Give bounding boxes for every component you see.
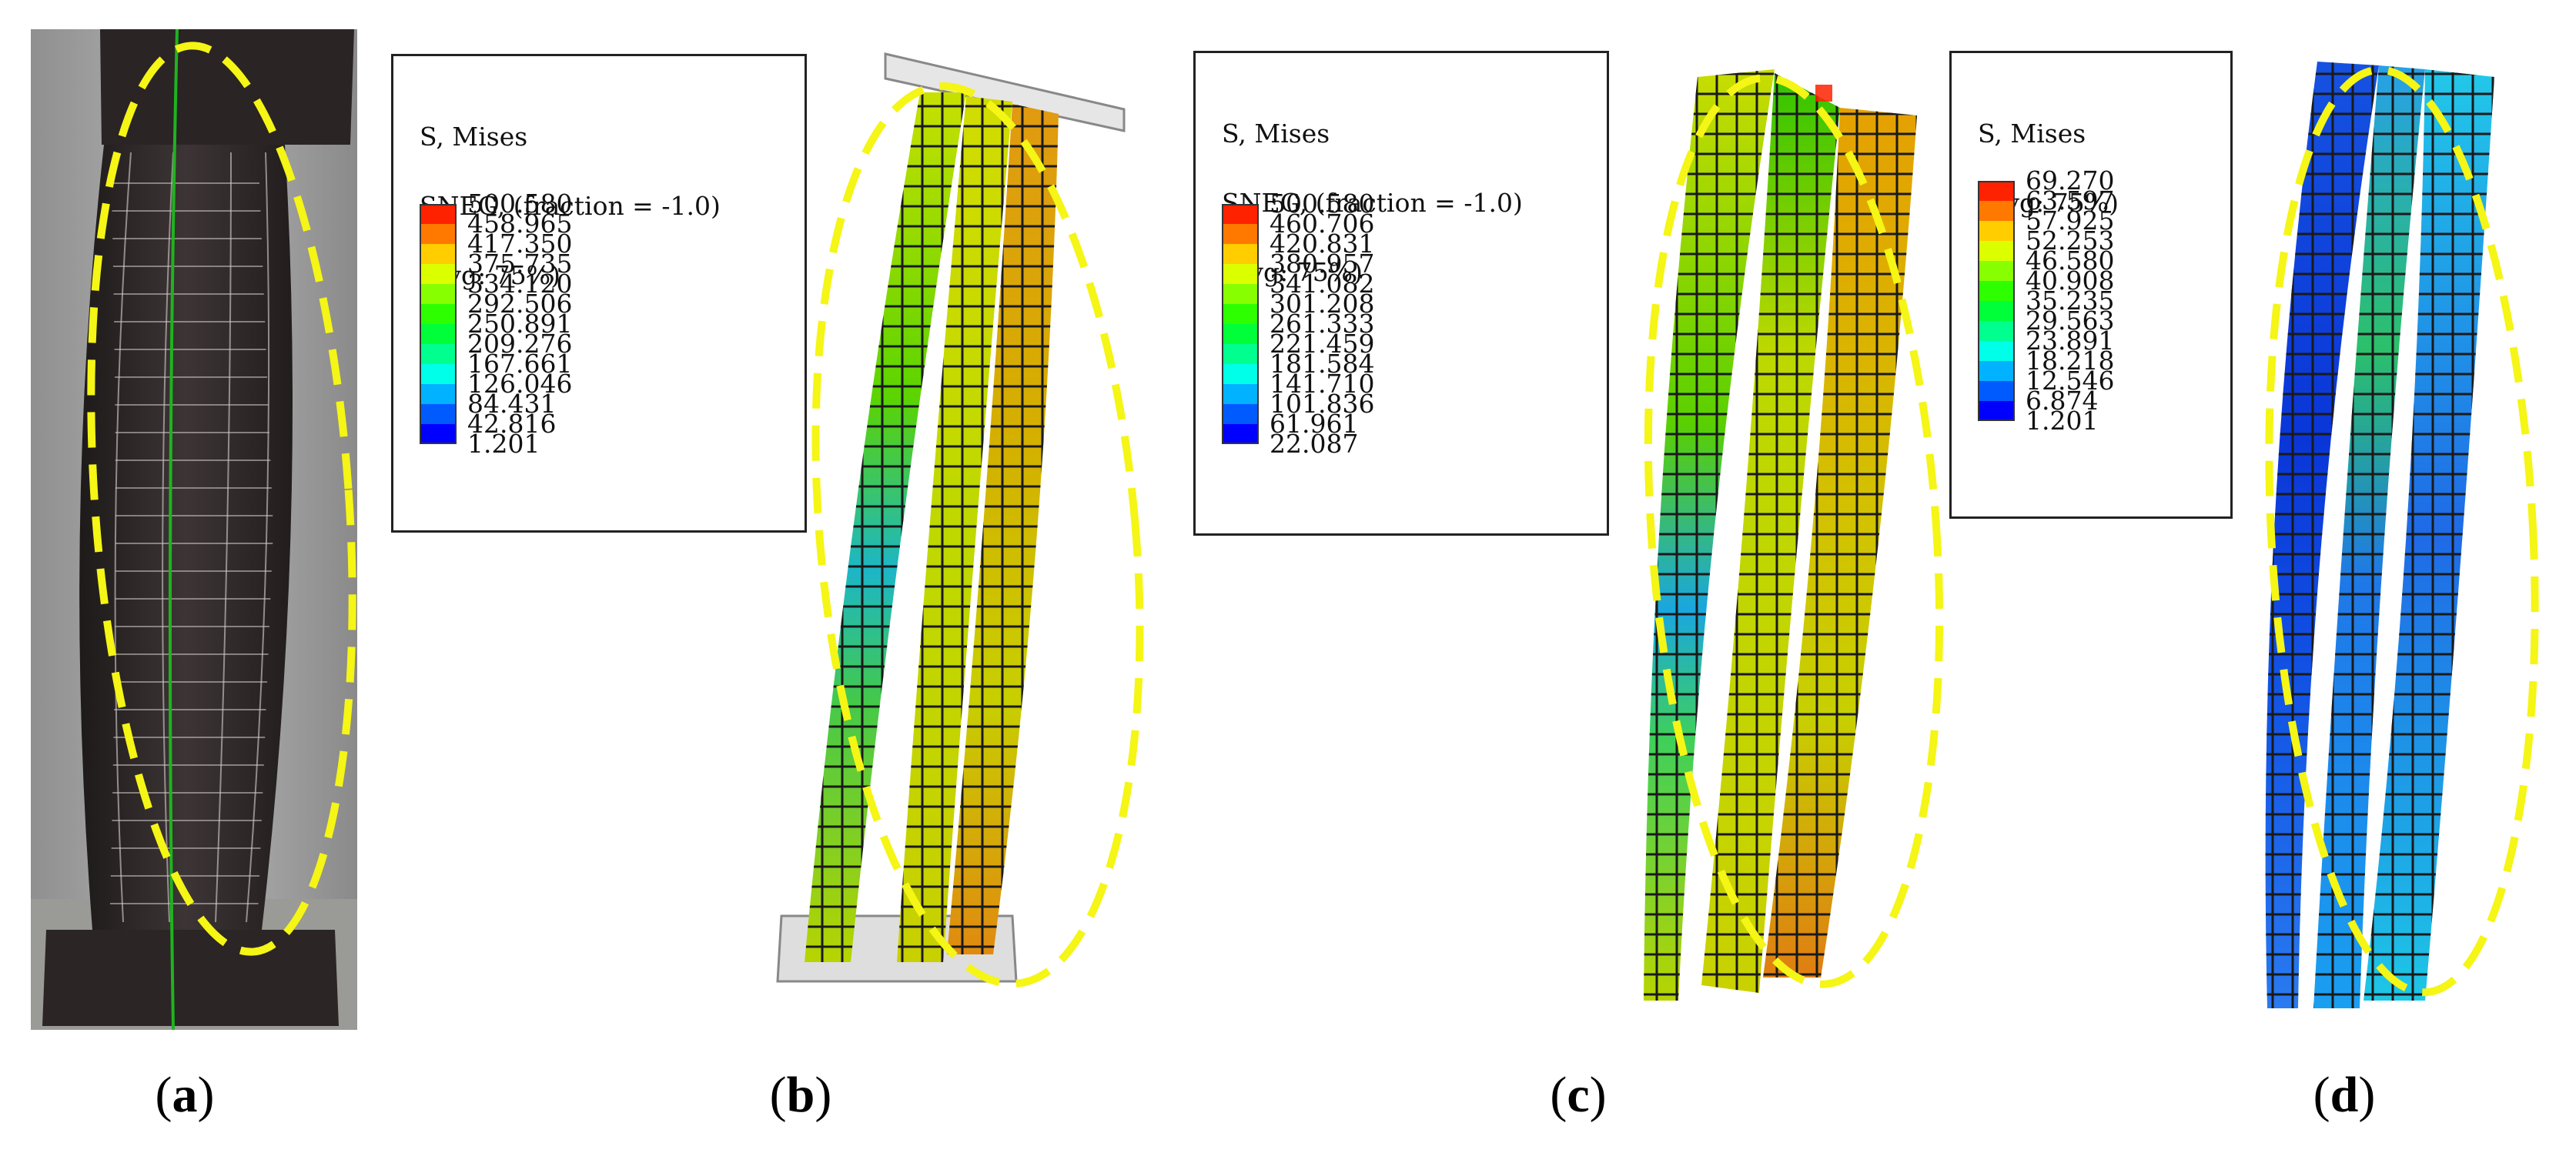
panel-d-fe-model — [2265, 62, 2539, 1008]
panel-label-b: (b) — [769, 1067, 832, 1123]
panel-a-photo — [31, 29, 357, 1030]
legend-value: 6.874 — [2026, 386, 2099, 416]
legend-value: 209.276 — [467, 329, 573, 359]
legend-c: S, Mises SNEG, (fraction = -1.0) (Avg: 7… — [1193, 51, 1609, 536]
legend-value: 250.891 — [467, 309, 573, 339]
legend-value: 500.580 — [1270, 189, 1375, 219]
legend-value: 101.836 — [1270, 389, 1375, 419]
legend-value: 35.235 — [2026, 286, 2115, 316]
panel-c-fe-model — [1644, 69, 1944, 1001]
legend-value: 420.831 — [1270, 229, 1375, 259]
legend-value: 126.046 — [467, 369, 573, 399]
panel-label-a: (a) — [155, 1067, 215, 1123]
legend-value: 18.218 — [2026, 346, 2115, 376]
legend-value: 301.208 — [1270, 289, 1375, 319]
legend-value: 292.506 — [467, 289, 573, 319]
swatch-frame — [1978, 181, 2015, 421]
legend-c-header: S, Mises SNEG, (fraction = -1.0) (Avg: 7… — [1222, 76, 1523, 330]
legend-value: 181.584 — [1270, 349, 1375, 379]
legend-subtitle: SNEG, (fraction = -1.0) — [1222, 188, 1523, 218]
legend-value: 500.580 — [467, 189, 573, 219]
color-swatch — [1978, 241, 2015, 261]
legend-value: 23.891 — [2026, 326, 2115, 356]
legend-value: 417.350 — [467, 229, 573, 259]
legend-value: 42.816 — [467, 409, 557, 439]
legend-title: S, Mises — [1222, 119, 1330, 149]
color-swatch — [1978, 201, 2015, 221]
legend-value: 69.270 — [2026, 165, 2115, 196]
panel-b-fe-model — [776, 52, 1144, 988]
legend-value: 61.961 — [1270, 409, 1359, 439]
legend-value: 12.546 — [2026, 366, 2115, 396]
panel-label-d: (d) — [2313, 1067, 2376, 1123]
legend-value: 40.908 — [2026, 266, 2115, 296]
legend-title: S, Mises — [420, 122, 528, 152]
legend-value: 1.201 — [467, 429, 540, 459]
legend-value: 22.087 — [1270, 429, 1359, 459]
legend-value: 261.333 — [1270, 309, 1375, 339]
panel-label-c: (c) — [1550, 1067, 1607, 1123]
swatch-frame — [1222, 204, 1259, 444]
swatch-frame — [420, 204, 457, 444]
legend-value: 84.431 — [467, 389, 557, 419]
legend-value: 46.580 — [2026, 246, 2115, 276]
legend-value: 29.563 — [2026, 306, 2115, 336]
legend-value: 221.459 — [1270, 329, 1375, 359]
legend-value: 341.082 — [1270, 269, 1375, 299]
legend-value: 375.735 — [467, 249, 573, 279]
color-swatch — [1222, 344, 1259, 364]
legend-value: 1.201 — [2026, 406, 2099, 436]
legend-value: 167.661 — [467, 349, 573, 379]
legend-value: 460.706 — [1270, 209, 1375, 239]
legend-title: S, Mises — [1978, 119, 2086, 149]
specimen-photo — [31, 29, 357, 1030]
legend-value: 458.965 — [467, 209, 573, 239]
legend-value: 57.925 — [2026, 206, 2115, 236]
legend-value: 380.957 — [1270, 249, 1375, 279]
legend-value: 141.710 — [1270, 369, 1375, 399]
legend-value: 63.597 — [2026, 185, 2115, 216]
legend-value: 52.253 — [2026, 226, 2115, 256]
color-swatch — [420, 284, 457, 304]
legend-b: S, Mises SNEG, (fraction = -1.0) (Avg: 7… — [391, 54, 807, 533]
legend-value: 334.120 — [467, 269, 573, 299]
